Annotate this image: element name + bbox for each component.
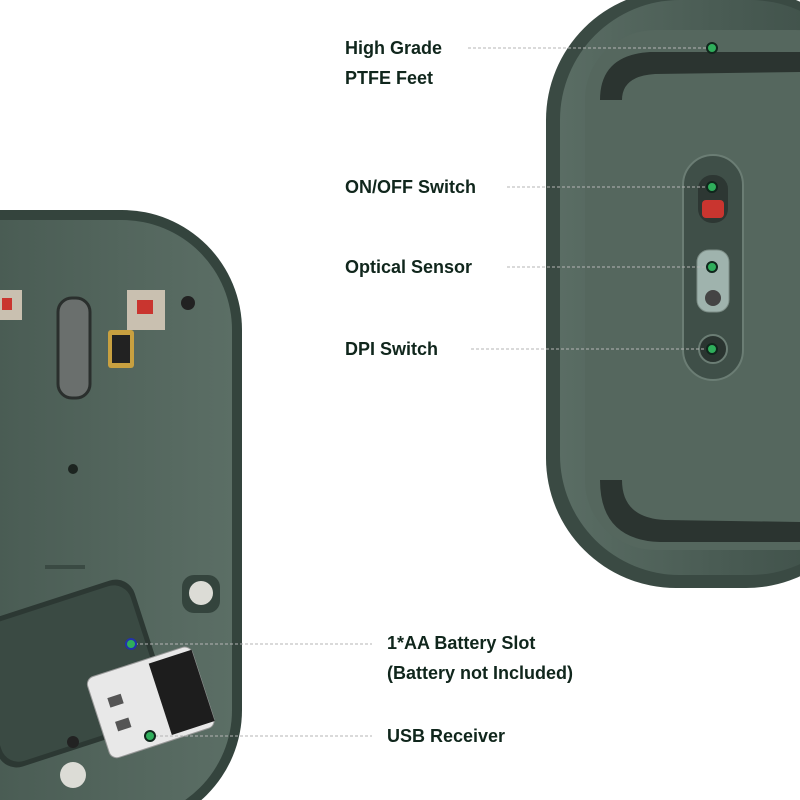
callout-on-off-switch: ON/OFF Switch bbox=[345, 177, 477, 197]
callout-markers bbox=[125, 42, 718, 742]
ptfe-feet-bottom bbox=[600, 480, 800, 542]
power-switch-red bbox=[702, 200, 724, 218]
callout-battery-slot: 1*AA Battery Slot (Battery not Included) bbox=[387, 628, 573, 688]
callout-battery-slot-line2: (Battery not Included) bbox=[387, 663, 574, 683]
callout-ptfe-feet-line1: High Grade bbox=[345, 38, 443, 58]
mouse-underside-right bbox=[546, 0, 800, 588]
callout-optical-sensor: Optical Sensor bbox=[345, 257, 473, 277]
callout-usb-receiver: USB Receiver bbox=[387, 726, 506, 746]
mouse-underside-left bbox=[0, 210, 242, 800]
callout-ptfe-feet: High Grade PTFE Feet bbox=[345, 33, 442, 93]
callout-battery-slot-line1: 1*AA Battery Slot bbox=[387, 633, 536, 653]
callout-ptfe-feet-line2: PTFE Feet bbox=[345, 68, 434, 88]
callout-dpi-switch: DPI Switch bbox=[345, 339, 439, 359]
ptfe-feet-top bbox=[600, 52, 800, 100]
usb-receiver bbox=[86, 646, 215, 759]
leader-lines bbox=[130, 47, 712, 737]
